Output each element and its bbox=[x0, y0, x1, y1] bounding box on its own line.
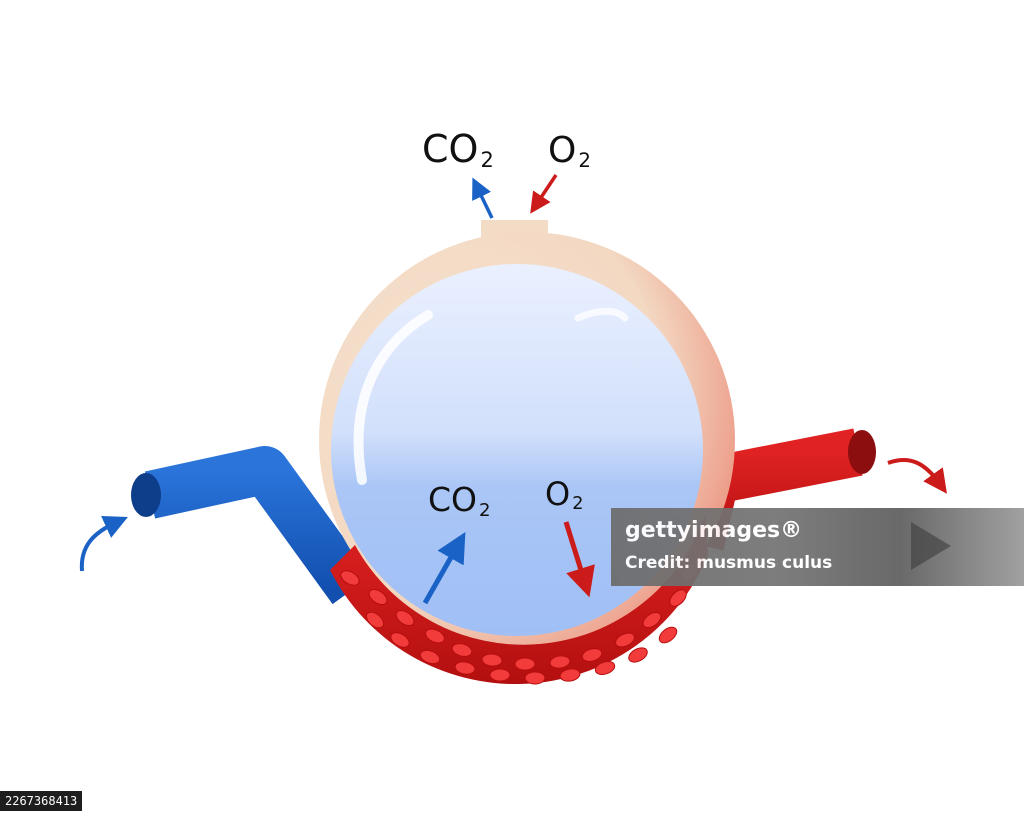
co2-label-top: CO2 bbox=[422, 127, 494, 171]
watermark-credit: Credit: musmus culus bbox=[625, 553, 833, 573]
co2-diffusion-arrow-icon bbox=[422, 531, 466, 605]
o2-label-top-text: O bbox=[548, 130, 577, 171]
flow-out-arrow-icon bbox=[887, 458, 947, 494]
o2-label-top-subscript: 2 bbox=[578, 148, 591, 172]
co2-exit-arrow-icon bbox=[472, 177, 494, 219]
co2-label-inner-subscript: 2 bbox=[479, 499, 491, 521]
alveolus-air-space bbox=[331, 264, 703, 636]
deoxygenated-vessel bbox=[144, 446, 372, 605]
o2-diffusion-arrow-icon bbox=[563, 521, 595, 598]
co2-label-top-text: CO bbox=[422, 127, 479, 171]
flow-in-arrow-icon bbox=[79, 516, 128, 572]
o2-label-inner-subscript: 2 bbox=[572, 494, 584, 515]
red-blood-cells bbox=[340, 562, 699, 685]
oxygenated-vessel-opening bbox=[848, 430, 876, 474]
watermark-brand: gettyimages® bbox=[625, 518, 803, 543]
alveolus-highlight bbox=[353, 310, 433, 485]
o2-label-inner-text: O bbox=[545, 475, 571, 513]
alveolus-highlight-small bbox=[574, 307, 629, 322]
capillary bbox=[330, 515, 708, 685]
co2-label-top-subscript: 2 bbox=[480, 148, 494, 173]
image-id-badge: 2267368413 bbox=[0, 791, 83, 811]
o2-entry-arrow-icon bbox=[530, 174, 558, 214]
co2-label-inner-text: CO bbox=[428, 480, 478, 519]
watermark-banner: gettyimages® Credit: musmus culus bbox=[611, 508, 1024, 586]
play-icon bbox=[911, 522, 951, 570]
deoxygenated-vessel-opening bbox=[131, 473, 161, 517]
